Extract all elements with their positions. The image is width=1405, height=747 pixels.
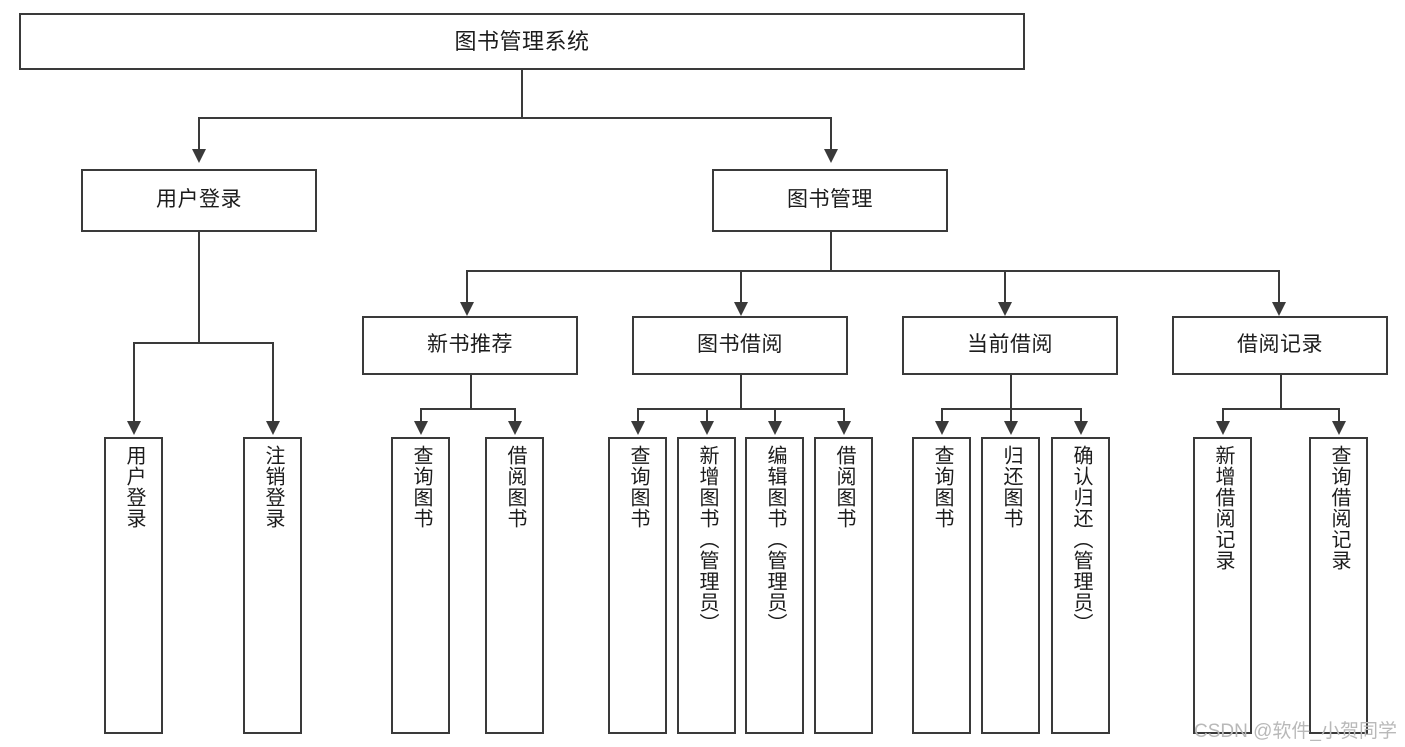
leaf-query-book-1[interactable]: 查询图书	[391, 437, 450, 734]
edge-borrow-record-bus	[1222, 408, 1338, 410]
node-label: 查询图书	[627, 445, 649, 529]
arrowhead-book-borrow-to-leaf-2	[700, 421, 714, 435]
arrowhead-book-borrow-to-leaf-3	[768, 421, 782, 435]
node-label: 借阅记录	[1237, 333, 1323, 357]
arrowhead-root-to-user-login	[192, 149, 206, 163]
arrowhead-book-manage-to-current-borrow	[998, 302, 1012, 316]
edge-book-borrow-to-leaf-2	[706, 408, 708, 421]
node-label: 确认归还（管理员）	[1070, 445, 1092, 634]
node-label: 当前借阅	[967, 333, 1053, 357]
edge-current-borrow-stem	[1010, 375, 1012, 408]
leaf-confirm-return[interactable]: 确认归还（管理员）	[1051, 437, 1110, 734]
edge-user-login-to-leaf-1	[133, 342, 135, 421]
node-label: 新增图书（管理员）	[696, 445, 718, 634]
leaf-borrow-book-1[interactable]: 借阅图书	[485, 437, 544, 734]
arrowhead-book-borrow-to-leaf-4	[837, 421, 851, 435]
edge-book-manage-to-borrow-record	[1278, 270, 1280, 302]
arrowhead-current-borrow-to-leaf-3	[1074, 421, 1088, 435]
edge-book-borrow-to-leaf-3	[774, 408, 776, 421]
edge-current-borrow-to-leaf-3	[1080, 408, 1082, 421]
edge-book-borrow-to-leaf-1	[637, 408, 639, 421]
node-label: 归还图书	[1000, 445, 1022, 529]
leaf-query-book-3[interactable]: 查询图书	[912, 437, 971, 734]
leaf-query-book-2[interactable]: 查询图书	[608, 437, 667, 734]
arrowhead-book-manage-to-new-book-rec	[460, 302, 474, 316]
node-new-book-rec[interactable]: 新书推荐	[362, 316, 578, 375]
edge-current-borrow-to-leaf-1	[941, 408, 943, 421]
arrowhead-borrow-record-to-leaf-1	[1216, 421, 1230, 435]
node-book-borrow[interactable]: 图书借阅	[632, 316, 848, 375]
arrowhead-borrow-record-to-leaf-2	[1332, 421, 1346, 435]
edge-book-manage-to-current-borrow	[1004, 270, 1006, 302]
node-label: 借阅图书	[833, 445, 855, 529]
edge-book-borrow-to-leaf-4	[843, 408, 845, 421]
arrowhead-root-to-book-manage	[824, 149, 838, 163]
arrowhead-user-login-to-leaf-2	[266, 421, 280, 435]
node-label: 注销登录	[262, 445, 284, 529]
leaf-query-record[interactable]: 查询借阅记录	[1309, 437, 1368, 734]
node-label: 图书借阅	[697, 333, 783, 357]
leaf-user-login[interactable]: 用户登录	[104, 437, 163, 734]
node-label: 图书管理	[787, 188, 873, 212]
leaf-user-logout[interactable]: 注销登录	[243, 437, 302, 734]
edge-new-book-rec-stem	[470, 375, 472, 408]
arrowhead-book-borrow-to-leaf-1	[631, 421, 645, 435]
arrowhead-current-borrow-to-leaf-1	[935, 421, 949, 435]
edge-user-login-bus	[133, 342, 272, 344]
arrowhead-new-book-rec-to-leaf-2	[508, 421, 522, 435]
edge-borrow-record-to-leaf-2	[1338, 408, 1340, 421]
edge-book-borrow-stem	[740, 375, 742, 408]
node-label: 查询借阅记录	[1328, 445, 1350, 571]
node-label: 编辑图书（管理员）	[764, 445, 786, 634]
edge-user-login-to-leaf-2	[272, 342, 274, 421]
leaf-add-book[interactable]: 新增图书（管理员）	[677, 437, 736, 734]
edge-current-borrow-to-leaf-2	[1010, 408, 1012, 421]
node-label: 新增借阅记录	[1212, 445, 1234, 571]
leaf-borrow-book-2[interactable]: 借阅图书	[814, 437, 873, 734]
node-root-book-management-system[interactable]: 图书管理系统	[19, 13, 1025, 70]
edge-new-book-rec-to-leaf-2	[514, 408, 516, 421]
edge-borrow-record-to-leaf-1	[1222, 408, 1224, 421]
node-label: 图书管理系统	[454, 28, 590, 54]
node-current-borrow[interactable]: 当前借阅	[902, 316, 1118, 375]
edge-book-borrow-bus	[637, 408, 843, 410]
edge-new-book-rec-to-leaf-1	[420, 408, 422, 421]
leaf-return-book[interactable]: 归还图书	[981, 437, 1040, 734]
node-user-login[interactable]: 用户登录	[81, 169, 317, 232]
node-label: 用户登录	[156, 188, 242, 212]
node-book-manage[interactable]: 图书管理	[712, 169, 948, 232]
node-label: 用户登录	[123, 445, 145, 529]
node-borrow-record[interactable]: 借阅记录	[1172, 316, 1388, 375]
edge-root-bus	[198, 117, 831, 119]
edge-user-login-stem	[198, 232, 200, 342]
edge-book-manage-to-book-borrow	[740, 270, 742, 302]
edge-book-manage-bus	[466, 270, 1278, 272]
edge-root-to-user-login	[198, 117, 200, 149]
edge-new-book-rec-bus	[420, 408, 514, 410]
node-label: 新书推荐	[427, 333, 513, 357]
edge-root-to-book-manage	[830, 117, 832, 149]
arrowhead-new-book-rec-to-leaf-1	[414, 421, 428, 435]
arrowhead-user-login-to-leaf-1	[127, 421, 141, 435]
edge-borrow-record-stem	[1280, 375, 1282, 408]
node-label: 借阅图书	[504, 445, 526, 529]
arrowhead-current-borrow-to-leaf-2	[1004, 421, 1018, 435]
edge-book-manage-stem	[830, 232, 832, 270]
edge-root-stem	[521, 70, 523, 117]
arrowhead-book-manage-to-book-borrow	[734, 302, 748, 316]
edge-book-manage-to-new-book-rec	[466, 270, 468, 302]
node-label: 查询图书	[931, 445, 953, 529]
leaf-add-record[interactable]: 新增借阅记录	[1193, 437, 1252, 734]
arrowhead-book-manage-to-borrow-record	[1272, 302, 1286, 316]
leaf-edit-book[interactable]: 编辑图书（管理员）	[745, 437, 804, 734]
node-label: 查询图书	[410, 445, 432, 529]
